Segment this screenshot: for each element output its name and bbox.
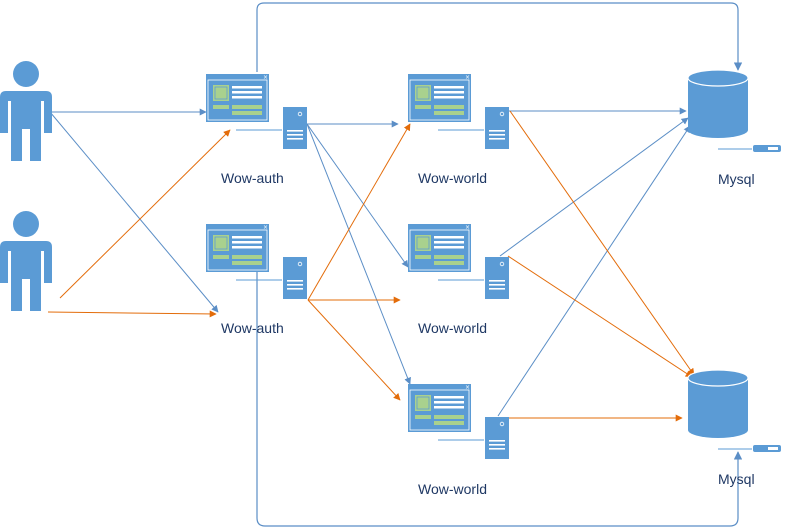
edge-auth-bottom-to-world-top xyxy=(307,123,411,301)
web-server-icon-world-top xyxy=(407,73,510,150)
web-server-icon-world-mid xyxy=(407,223,510,300)
edge-auth-top-to-world-bottom xyxy=(306,123,411,385)
web-server-icon-world-bottom xyxy=(407,383,510,460)
database-icon-bottom xyxy=(687,369,782,453)
edge-user-bottom-to-auth-top xyxy=(59,129,231,299)
label-auth-top: Wow-auth xyxy=(221,170,284,186)
edge-auth-bottom-to-mysql-bottom xyxy=(256,265,743,527)
label-world-mid: Wow-world xyxy=(418,320,487,336)
edge-world-bottom-to-mysql-top xyxy=(497,125,691,417)
label-auth-bottom: Wow-auth xyxy=(221,320,284,336)
person-icon-bottom xyxy=(0,211,52,311)
edge-auth-top-to-mysql-top xyxy=(256,2,743,72)
edge-auth-top-to-world-mid xyxy=(306,123,409,268)
label-mysql-bottom: Mysql xyxy=(718,471,755,487)
edge-auth-bottom-to-world-bottom xyxy=(307,299,401,401)
connection-lines xyxy=(47,2,743,527)
web-server-icon-auth-top xyxy=(205,73,308,150)
label-world-bottom: Wow-world xyxy=(418,481,487,497)
edge-user-top-to-auth-bottom xyxy=(49,111,219,313)
label-mysql-top: Mysql xyxy=(718,171,755,187)
edge-world-mid-to-mysql-top xyxy=(499,117,689,257)
database-icon-top xyxy=(687,69,782,153)
label-world-top: Wow-world xyxy=(418,170,487,186)
edge-world-mid-to-mysql-bottom xyxy=(507,255,693,378)
person-icon-top xyxy=(0,61,52,161)
edge-world-top-to-mysql-bottom xyxy=(509,110,695,376)
edge-user-bottom-to-auth-bottom xyxy=(47,310,217,318)
